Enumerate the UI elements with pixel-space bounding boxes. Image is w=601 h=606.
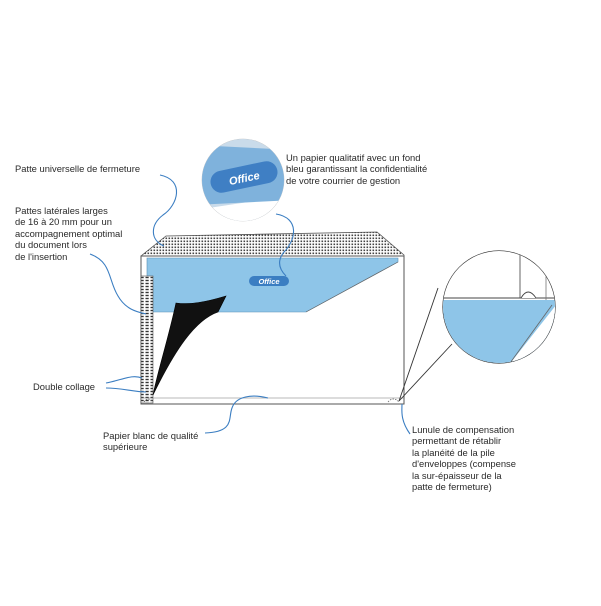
label-lunule: Lunule de compensation permettant de rét… xyxy=(412,424,516,493)
callout-laterales xyxy=(89,253,147,315)
callout-blanc xyxy=(204,395,269,434)
callout-double xyxy=(105,376,147,393)
office-logo-badge xyxy=(249,276,289,286)
peel-strip xyxy=(152,295,227,396)
label-papier-qualitatif: Un papier qualitatif avec un fond bleu g… xyxy=(286,152,428,186)
callout-patte xyxy=(152,174,178,247)
label-patte-universelle: Patte universelle de fermeture xyxy=(15,163,141,174)
callout-papier xyxy=(275,213,295,277)
paper-zoom-circle: Office xyxy=(201,138,285,222)
label-papier-blanc: Papier blanc de qualité supérieure xyxy=(103,430,199,453)
label-double-collage: Double collage xyxy=(33,381,96,392)
body-fold-line xyxy=(305,261,399,313)
lunule-left xyxy=(143,398,154,403)
side-flap xyxy=(140,275,154,404)
callout-lines xyxy=(89,174,411,435)
office-logo-text: Office xyxy=(258,277,279,286)
envelope: Office xyxy=(140,231,405,405)
lunule-right xyxy=(387,398,400,403)
label-pattes-laterales: Pattes latérales larges de 16 à 20 mm po… xyxy=(15,205,123,262)
callout-lunule xyxy=(401,403,411,435)
lunule-zoom-circle xyxy=(398,250,556,402)
